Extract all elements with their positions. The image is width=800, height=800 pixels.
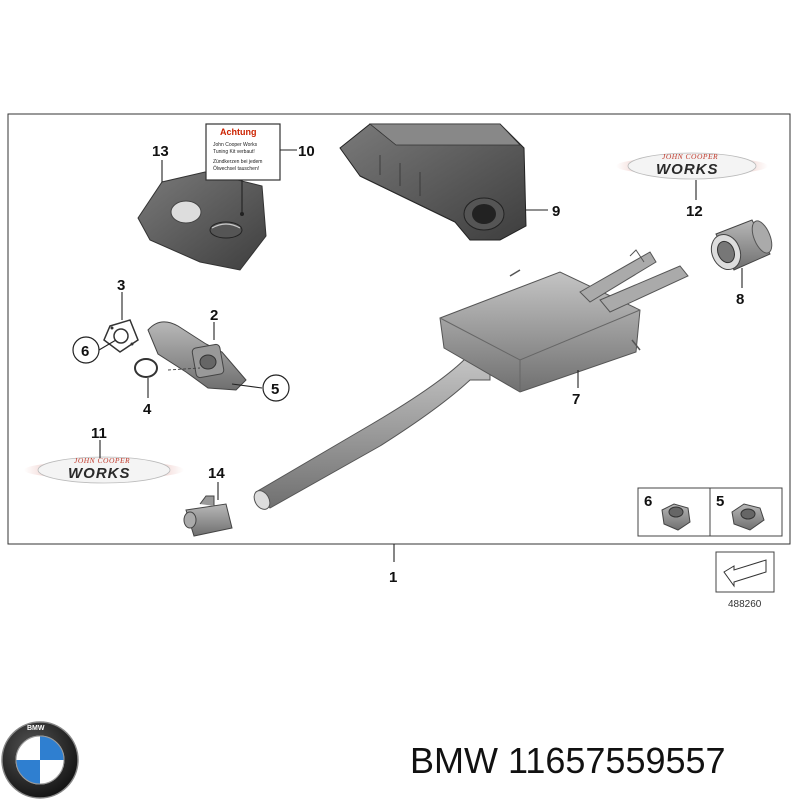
- callout-4: 4: [143, 401, 152, 418]
- diagram-frame: [7, 113, 791, 545]
- bmw-logo: BMW: [1, 721, 79, 799]
- warning-line-2: Tuning Kit verbaut!: [213, 149, 255, 155]
- callout-1: 1: [389, 569, 397, 586]
- part-exhaust-muffler: [253, 249, 689, 510]
- part-caption: BMW 11657559557: [410, 740, 726, 782]
- warning-line-4: Ölwechsel tauschen!: [213, 165, 259, 172]
- callout-10: 10: [298, 143, 315, 160]
- nut-legend-box: 6 5: [637, 487, 783, 537]
- jcw-logo-top: JOHN COOPER WORKS: [616, 152, 768, 180]
- jcw-logo-bottom-main-line: WORKS: [68, 465, 131, 482]
- reference-number: 488260: [728, 599, 762, 610]
- callout-12: 12: [686, 203, 703, 220]
- callout-9: 9: [552, 203, 560, 220]
- arrow-icon: [723, 559, 767, 588]
- part-ring-gasket: [134, 358, 158, 378]
- jcw-logo-top-line: JOHN COOPER: [662, 152, 718, 161]
- callout-7: 7: [572, 391, 580, 408]
- jcw-logo-main-line: WORKS: [656, 161, 719, 178]
- bmw-logo-letters: BMW: [27, 725, 45, 732]
- part-tailpipe-tip: [710, 219, 773, 271]
- nut-5-icon: [731, 503, 765, 531]
- warning-line-3: Zündkerzen bei jedem: [213, 159, 262, 165]
- callout-2: 2: [210, 307, 218, 324]
- part-gasket: [103, 319, 139, 353]
- callout-14: 14: [208, 465, 225, 482]
- warning-label: Achtung John Cooper Works Tuning Kit ver…: [205, 123, 281, 181]
- callout-3: 3: [117, 277, 125, 294]
- legend-num-left: 6: [644, 493, 652, 510]
- part-engine-cover: [137, 171, 267, 271]
- jcw-logo-bottom-top-line: JOHN COOPER: [74, 456, 130, 465]
- caption-part-number: 11657559557: [508, 740, 726, 781]
- callout-6: 6: [81, 343, 89, 360]
- jcw-logo-bottom: JOHN COOPER WORKS: [24, 456, 184, 484]
- caption-brand: BMW: [410, 740, 498, 781]
- part-air-box: [339, 123, 527, 241]
- reference-box: 488260: [715, 551, 775, 610]
- callout-5: 5: [271, 381, 279, 398]
- legend-num-right: 5: [716, 493, 724, 510]
- warning-title: Achtung: [220, 127, 257, 137]
- nut-6-icon: [661, 503, 691, 531]
- callout-8: 8: [736, 291, 744, 308]
- part-clamp: [183, 495, 233, 537]
- callout-13: 13: [152, 143, 169, 160]
- warning-line-1: John Cooper Works: [213, 142, 258, 148]
- callout-11: 11: [91, 425, 107, 442]
- part-manifold-flange: [147, 321, 247, 391]
